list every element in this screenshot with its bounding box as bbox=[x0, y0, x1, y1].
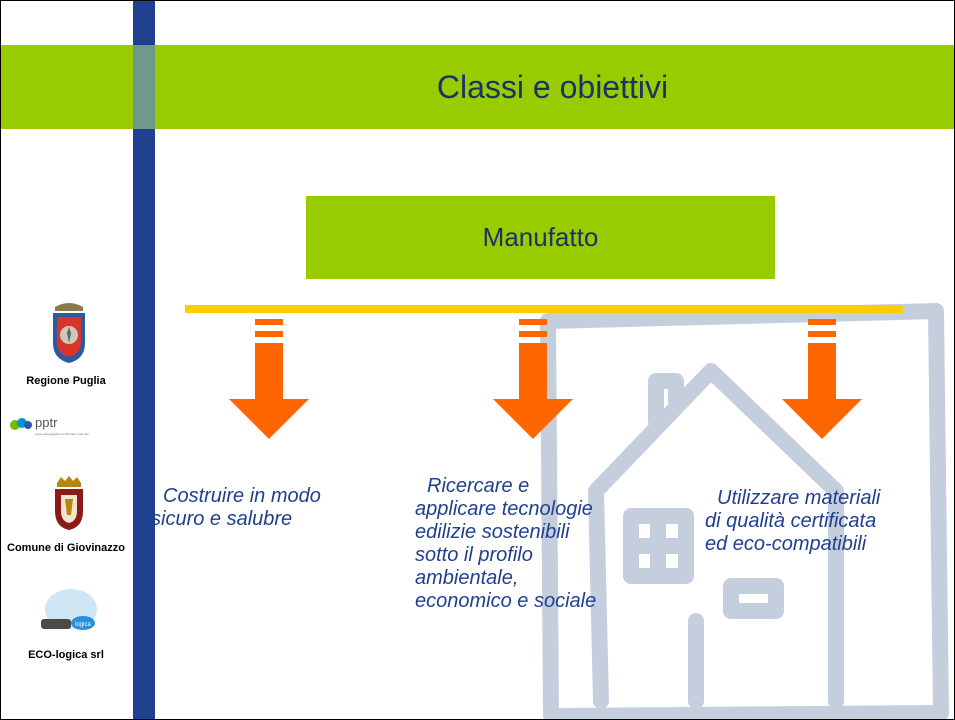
regione-puglia-label: Regione Puglia bbox=[26, 375, 106, 387]
pptr-subtitle: piano paesaggistico territoriale regiona… bbox=[35, 432, 89, 436]
caption-line: applicare tecnologie bbox=[415, 498, 593, 520]
caption-line: ed eco-compatibili bbox=[705, 533, 867, 555]
house-illustration bbox=[540, 303, 949, 719]
svg-text:logica: logica bbox=[75, 622, 91, 628]
manufatto-box: Manufatto bbox=[306, 196, 775, 279]
caption-line: sotto il profilo bbox=[415, 544, 533, 566]
pptr-logo-icon bbox=[10, 418, 32, 430]
eco-logica-logo-icon: logica bbox=[41, 589, 97, 630]
caption-line: Utilizzare materiali bbox=[717, 487, 881, 509]
caption-ricercare: Ricercare e applicare tecnologie edilizi… bbox=[415, 475, 685, 613]
caption-line: economico e sociale bbox=[415, 590, 597, 612]
branch-line bbox=[185, 305, 903, 313]
caption-line: Costruire in modo bbox=[163, 485, 321, 507]
down-arrow-icon bbox=[782, 319, 862, 439]
caption-utilizzare: Utilizzare materiali di qualità certific… bbox=[705, 487, 954, 556]
regione-puglia-crest-icon bbox=[53, 303, 85, 363]
down-arrow-icon bbox=[229, 319, 309, 439]
caption-costruire: Costruire in modo sicuro e salubre bbox=[151, 485, 391, 531]
slide-title: Classi e obiettivi bbox=[436, 68, 669, 105]
caption-line: ambientale, bbox=[415, 567, 519, 589]
caption-line: edilizie sostenibili bbox=[415, 521, 570, 543]
giovinazzo-label: Comune di Giovinazzo bbox=[7, 542, 125, 554]
down-arrow-icon bbox=[493, 319, 573, 439]
pptr-label: pptr bbox=[35, 415, 58, 430]
giovinazzo-crest-icon bbox=[55, 476, 83, 530]
title-band bbox=[1, 45, 954, 129]
caption-line: di qualità certificata bbox=[705, 510, 877, 532]
side-bar-accent bbox=[133, 45, 155, 129]
side-bar bbox=[133, 1, 155, 719]
eco-logica-label: ECO-logica srl bbox=[28, 649, 104, 661]
caption-line: Ricercare e bbox=[427, 475, 530, 497]
caption-line: sicuro e salubre bbox=[151, 508, 293, 530]
